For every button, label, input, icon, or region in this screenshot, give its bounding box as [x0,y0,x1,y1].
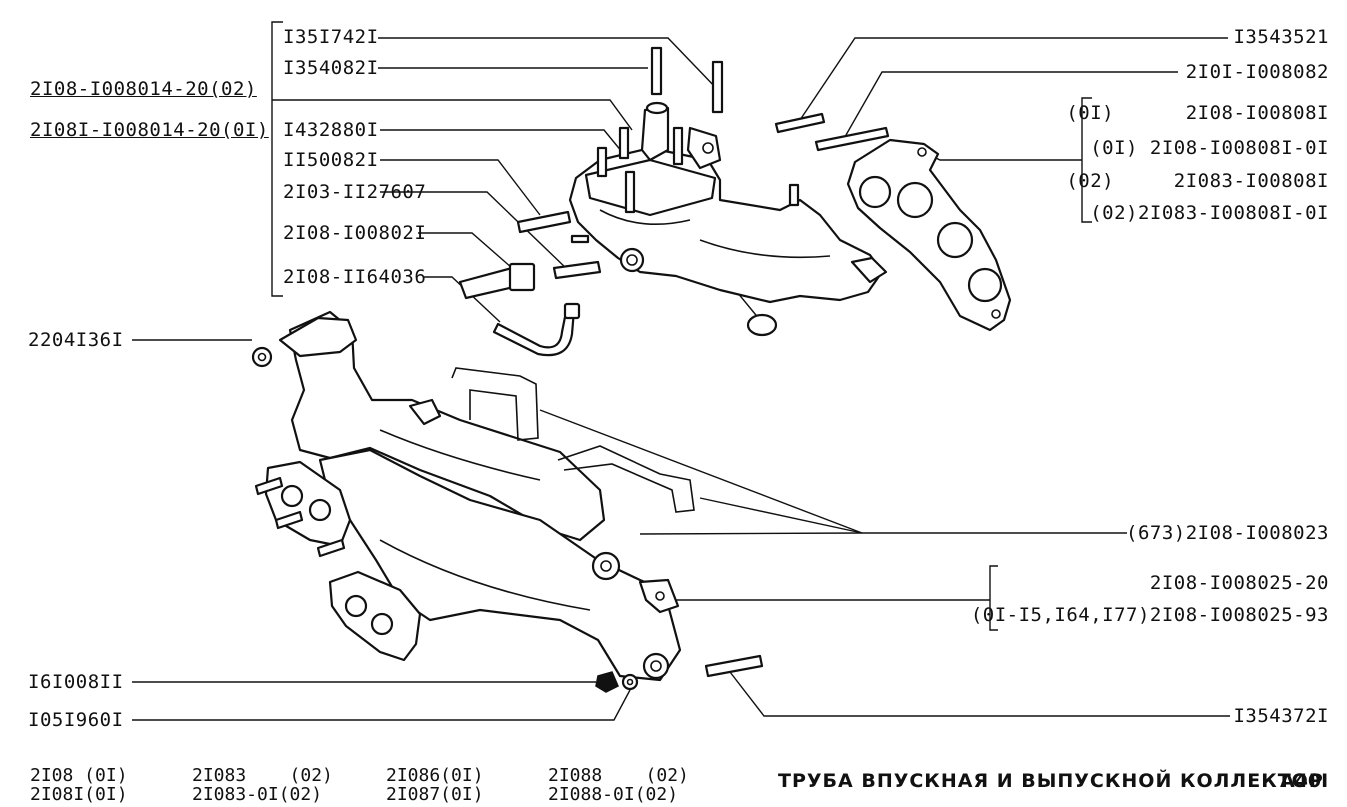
part-label-1051960: I05I960I [28,709,124,731]
gasket-label-01: (0I) 2I08-I00808I [1066,102,1329,124]
leader-lines [132,37,1230,721]
footer-model-21088: 2I088 (02) [548,765,689,786]
part-label-1354082: I354082I [283,57,379,79]
part-label-2108-1164036: 2I08-II64036 [283,266,427,288]
gasket-label-02-alt: (02)2I083-I00808I-0I [1090,202,1329,224]
part-label-2103-1127607: 2I03-II27607 [283,181,427,203]
part-label-1432880: I432880I [283,119,379,141]
assembly-label-2108: 2I08-I008014-20(02) [30,78,257,100]
footer-model-21087: 2I087(0I) [386,784,484,805]
intake-manifold [568,101,888,304]
assembly-label-21081: 2I08I-I008014-20(0I) [30,119,269,141]
part-label-2108-1008025-93: (0I-I5,I64,I77)2I08-I008025-93 [970,604,1329,626]
page-title: ТРУБА ВПУСКНАЯ И ВЫПУСКНОЙ КОЛЛЕКТОР [778,770,1324,792]
gasket-label-02: (02) 2I083-I00808I [1066,170,1329,192]
left-bracket [271,21,283,297]
part-label-2108-1008025-20: 2I08-I008025-20 [1149,572,1329,594]
part-label-673-2108-1008023: (673)2I08-I008023 [1126,522,1329,544]
sheet-number: A40I [1280,770,1329,792]
exhaust-hardware [595,654,764,693]
part-label-1150082: II50082I [283,149,379,171]
intake-hardware [251,46,890,368]
part-label-2101-1008082: 2I0I-I008082 [1185,61,1329,83]
gasket-label-01-alt: (0I) 2I08-I00808I-0I [1090,137,1329,159]
footer-model-21083-01: 2I083-0I(02) [192,784,323,805]
exhaust-manifold [254,310,695,682]
part-label-2204136: 2204I36I [28,329,124,351]
part-label-2108-1008021: 2I08-I00802I [283,222,427,244]
footer-model-21088-01: 2I088-0I(02) [548,784,679,805]
manifold-gasket [846,138,1012,332]
footer-model-21081: 2I08I(0I) [30,784,128,805]
part-label-1354352: I3543521 [1233,26,1329,48]
part-label-1610081: I6I008II [28,671,124,693]
footer-model-21083: 2I083 (02) [192,765,333,786]
part-label-1351742: I35I742I [283,26,379,48]
footer-model-2108: 2I08 (0I) [30,765,128,786]
part-label-1354372: I354372I [1233,705,1329,727]
footer-model-21086: 2I086(0I) [386,765,484,786]
